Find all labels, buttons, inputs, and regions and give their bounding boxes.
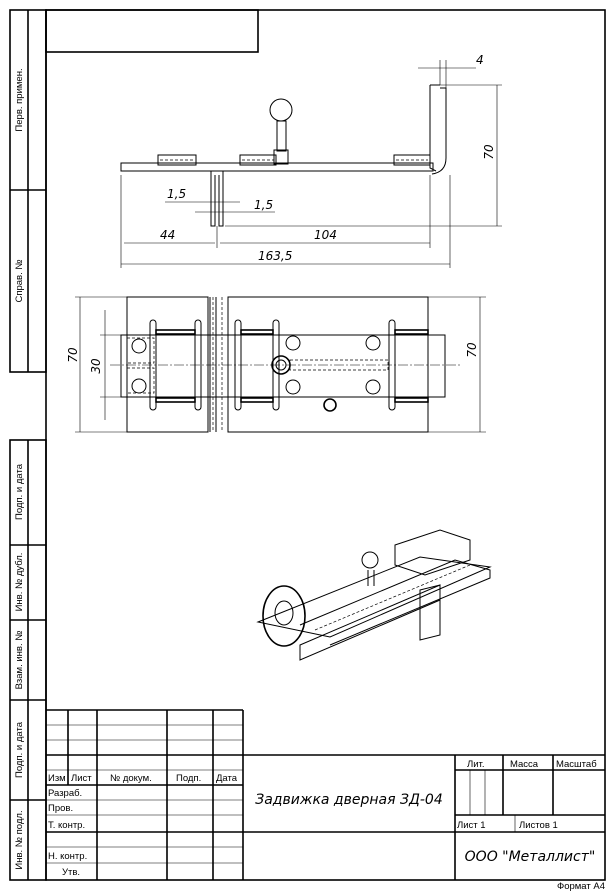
- sheet-frame: [45, 9, 606, 881]
- label-masshtab: Масштаб: [556, 759, 597, 770]
- dim-thickness: 4: [476, 53, 484, 67]
- left-margin-upper: Перв. примен. Справ. №: [9, 9, 47, 373]
- role-prov: Пров.: [48, 803, 73, 814]
- format-label: Формат А4: [557, 881, 605, 891]
- company-name: ООО "Металлист": [465, 849, 596, 865]
- dim-left: 44: [160, 228, 175, 242]
- header-doc-no: № докум.: [110, 773, 152, 784]
- role-utv: Утв.: [62, 867, 80, 878]
- dim-right: 104: [314, 228, 337, 242]
- dim-plan-width-left: 70: [66, 347, 80, 363]
- title-block: Изм Лист № докум. Подп. Дата Разраб. Про…: [46, 709, 605, 880]
- left-margin-lower: Подп. и дата Инв. № дубл. Взам. инв. № П…: [9, 439, 47, 881]
- label-vzam-inv: Взам. инв. №: [14, 631, 25, 690]
- dim-overall: 163,5: [258, 249, 292, 263]
- header-list: Лист: [71, 773, 92, 784]
- dim-plan-width-right: 70: [465, 342, 479, 358]
- isometric-view: [256, 529, 492, 661]
- header-data: Дата: [216, 773, 238, 784]
- header-izm: Изм: [48, 773, 66, 784]
- label-podp-data-2: Подп. и дата: [14, 721, 25, 778]
- label-lit: Лит.: [467, 759, 484, 770]
- plan-view: 70 30 70: [66, 296, 486, 433]
- front-view: 4 70 1,5 1,5 44 104 163,5: [120, 53, 502, 268]
- role-n-kontr: Н. контр.: [48, 851, 87, 862]
- dim-height: 70: [482, 144, 496, 160]
- top-left-box: [45, 9, 259, 53]
- label-inv-dubl: Инв. № дубл.: [14, 553, 25, 612]
- label-sheets: Листов 1: [519, 820, 558, 831]
- dim-plan-strip: 30: [89, 358, 103, 374]
- label-perv-primen: Перв. примен.: [14, 68, 25, 131]
- label-inv-podl: Инв. № подл.: [14, 810, 25, 869]
- label-podp-data-1: Подп. и дата: [14, 463, 25, 520]
- header-podp: Подп.: [176, 773, 201, 784]
- label-massa: Масса: [510, 759, 539, 770]
- dim-gap-b: 1,5: [254, 198, 273, 212]
- label-sheet: Лист 1: [457, 820, 486, 831]
- knob-ball: [269, 98, 293, 122]
- role-t-kontr: Т. контр.: [48, 820, 85, 831]
- dim-gap-a: 1,5: [167, 187, 186, 201]
- label-sprav-no: Справ. №: [14, 259, 25, 302]
- role-razrab: Разраб.: [48, 788, 82, 799]
- drawing-title: Задвижка дверная ЗД-04: [255, 792, 443, 808]
